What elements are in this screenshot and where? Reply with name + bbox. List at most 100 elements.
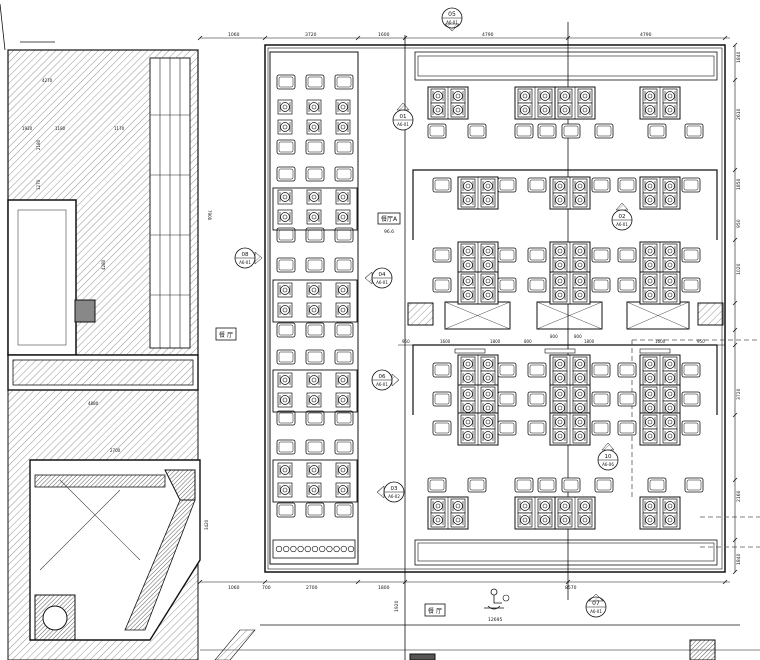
booth-setting: [306, 372, 322, 388]
chair: [647, 477, 667, 493]
elevation-marker-10[interactable]: 10 A6-06: [597, 442, 619, 471]
left-dim-10: 3420: [204, 519, 209, 530]
marker-num: 01: [400, 114, 407, 120]
booth-setting: [306, 119, 322, 135]
place-setting: [517, 512, 533, 528]
chair: [432, 177, 452, 193]
section-marker-top[interactable]: 05 A6-01: [441, 7, 463, 32]
elevation-marker-01[interactable]: 01 A6-01: [392, 102, 414, 131]
elevation-marker-08[interactable]: 08 A6-01: [234, 247, 263, 269]
booth-setting: [306, 302, 322, 318]
place-setting: [642, 428, 658, 444]
mid-dim-4: 800: [524, 339, 532, 344]
place-setting: [662, 192, 678, 208]
booth-setting: [306, 462, 322, 478]
booth-setting: [277, 119, 293, 135]
place-setting: [460, 386, 476, 402]
booth-setting: [277, 209, 293, 225]
accessibility-icon: [484, 588, 510, 610]
mid-small-1: 800: [550, 334, 558, 339]
place-setting: [450, 498, 466, 514]
marker-ref: A6-01: [397, 122, 409, 127]
chair: [527, 391, 547, 407]
chair: [591, 420, 611, 436]
place-setting: [460, 370, 476, 386]
booth-chair: [305, 502, 325, 518]
elevation-marker-02[interactable]: 02 A6-01: [611, 202, 633, 231]
chair: [681, 391, 701, 407]
booth-chair: [334, 322, 354, 338]
place-setting: [662, 243, 678, 259]
place-setting: [517, 88, 533, 104]
place-setting: [430, 88, 446, 104]
top-dim-2: 3720: [305, 32, 317, 38]
place-setting: [460, 428, 476, 444]
marker-num: 06: [379, 374, 386, 380]
chair: [684, 477, 704, 493]
booth-setting: [277, 302, 293, 318]
place-setting: [557, 88, 573, 104]
place-setting: [460, 243, 476, 259]
left-dim-5: 2180: [36, 139, 41, 150]
booth-setting: [306, 392, 322, 408]
cabinet-knob: [297, 545, 304, 553]
chair: [527, 247, 547, 263]
chair: [591, 177, 611, 193]
bottom-span: 12695: [488, 617, 502, 623]
cabinet-knob: [311, 545, 319, 553]
chair: [527, 277, 547, 293]
left-area-dimensions: 4270 1920 1180 1170 2180 1270 4280 4880 …: [22, 78, 212, 530]
elevation-marker-04[interactable]: 04 A6-01: [364, 267, 393, 289]
marker-ref: A6-01: [616, 222, 628, 227]
place-setting: [662, 370, 678, 386]
elevation-marker-06[interactable]: 06 A6-01: [371, 369, 400, 391]
place-setting: [480, 370, 496, 386]
left-dim-7: 4280: [101, 259, 106, 270]
mid-dim-5: 1800: [584, 339, 595, 344]
place-setting: [577, 512, 593, 528]
place-setting: [480, 192, 496, 208]
chair: [527, 362, 547, 378]
booth-setting: [335, 392, 351, 408]
place-setting: [642, 400, 658, 416]
marker-ref: A6-06: [602, 462, 614, 467]
chair: [594, 477, 614, 493]
place-setting: [557, 498, 573, 514]
place-setting: [537, 498, 553, 514]
place-setting: [480, 386, 496, 402]
place-setting: [460, 273, 476, 289]
bottom-dim-1: 1060: [228, 585, 240, 591]
place-setting: [480, 273, 496, 289]
right-dim-7: 2160: [736, 490, 742, 502]
place-setting: [430, 102, 446, 118]
counter-strip: [544, 348, 576, 354]
room-name: 餐厅A: [381, 215, 398, 223]
marker-ref: A6-01: [376, 382, 388, 387]
booth-table: [272, 187, 358, 231]
place-setting: [642, 370, 658, 386]
booth-setting: [277, 462, 293, 478]
place-setting: [557, 512, 573, 528]
place-setting: [642, 273, 658, 289]
chair: [527, 177, 547, 193]
booth-chair: [334, 257, 354, 273]
marker-num: 03: [391, 486, 398, 492]
elevation-marker-03[interactable]: 03 A6-02: [376, 481, 405, 503]
booth-chair: [305, 227, 325, 243]
booth-chair: [334, 502, 354, 518]
chair: [514, 477, 534, 493]
place-setting: [460, 356, 476, 372]
mid-dimension-text: 950 1600 1800 800 1800 1600 950 800 800: [402, 334, 705, 344]
section-marker-bottom[interactable]: 07 A6-01: [585, 593, 607, 618]
mid-small-2: 800: [574, 334, 582, 339]
place-setting: [662, 356, 678, 372]
place-setting: [552, 257, 568, 273]
marker-num: 08: [242, 252, 249, 258]
chair: [432, 277, 452, 293]
place-setting: [572, 414, 588, 430]
place-setting: [552, 192, 568, 208]
side-tag-bottom: 餐 厅: [424, 603, 446, 617]
room-tag: 餐厅A 96.6: [377, 212, 401, 235]
place-setting: [642, 257, 658, 273]
